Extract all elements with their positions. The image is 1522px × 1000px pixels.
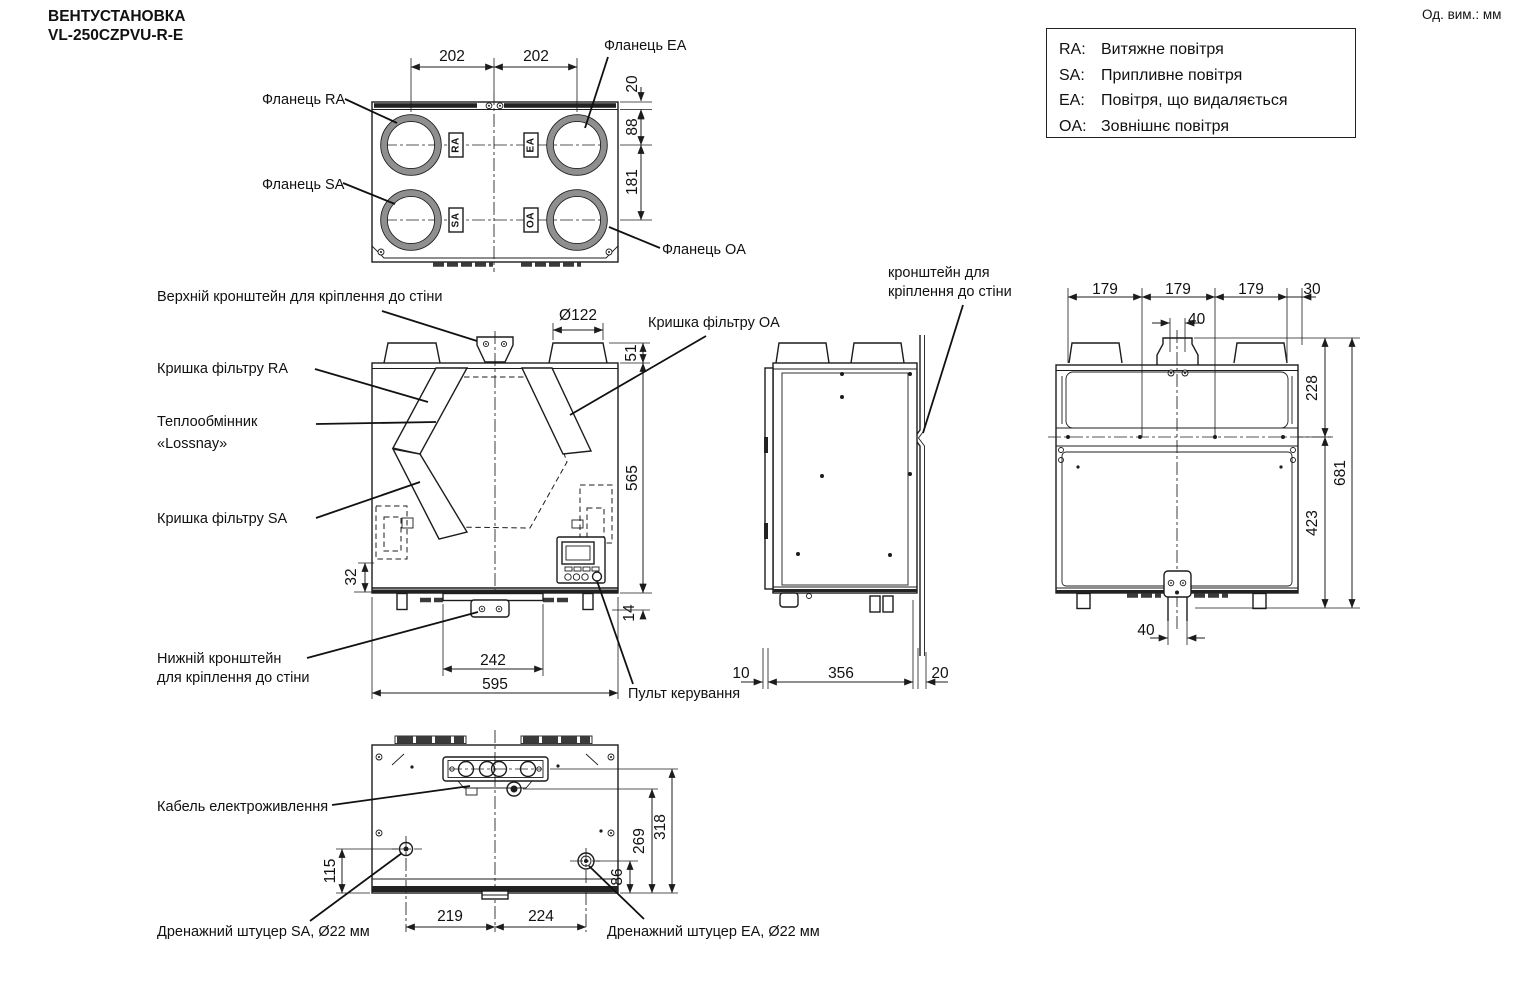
dim-40-top: 40 — [1188, 311, 1206, 328]
legend-row-ra: RA: Витяжне повітря — [1059, 37, 1355, 63]
bottom-bracket-label-line1: Нижній кронштейн — [157, 651, 282, 667]
power-cable-gland — [506, 781, 522, 797]
legend-desc-ra: Витяжне повітря — [1101, 41, 1224, 58]
port-tag-oa: OA — [525, 212, 537, 228]
filter-cover-oa — [520, 367, 593, 455]
control-panel-label: Пульт керування — [628, 686, 741, 702]
dim-115: 115 — [322, 858, 339, 884]
legend-row-sa: SA: Припливне повітря — [1059, 63, 1355, 89]
heat-exchanger-label-line1: Теплообмінник — [157, 414, 258, 430]
dim-30: 30 — [1303, 281, 1321, 298]
filter-oa-label: Кришка фільтру OA — [648, 315, 780, 331]
bottom-view-drawing — [371, 730, 619, 932]
side-view-drawing — [764, 335, 925, 656]
wall-bracket-label-line1: кронштейн для — [888, 265, 990, 281]
dim-202-left: 202 — [439, 48, 465, 65]
port-tag-sa: SA — [450, 212, 462, 228]
filter-ra-label: Кришка фільтру RA — [157, 361, 288, 377]
units-note: Од. вим.: мм — [1422, 7, 1502, 22]
dim-181: 181 — [624, 169, 641, 195]
flange-sa-label: Фланець SA — [262, 177, 345, 193]
bottom-view-dimensions — [336, 768, 678, 931]
dim-179-3: 179 — [1238, 281, 1264, 298]
front-view-drawing — [371, 331, 619, 618]
dim-duct-diameter: Ø122 — [559, 307, 597, 324]
dim-681: 681 — [1332, 460, 1349, 486]
drain-ea-label: Дренажний штуцер EA, Ø22 мм — [607, 924, 820, 940]
sheet-title-line1: ВЕНТУСТАНОВКА — [48, 8, 186, 25]
dim-595: 595 — [482, 676, 508, 693]
dim-14: 14 — [621, 604, 638, 622]
legend-row-oa: OA: Зовнішнє повітря — [1059, 114, 1355, 140]
port-tag-ea: EA — [525, 137, 537, 153]
side-view-leader-lines — [922, 304, 964, 434]
dim-565: 565 — [624, 465, 641, 491]
dim-179-2: 179 — [1165, 281, 1191, 298]
legend-box: RA: Витяжне повітря SA: Припливне повітр… — [1046, 28, 1356, 138]
flange-oa-circle — [546, 189, 608, 251]
back-view-dimensions — [1067, 288, 1360, 645]
dim-88: 88 — [624, 118, 641, 136]
front-view-leader-lines — [306, 310, 707, 685]
dim-423: 423 — [1304, 510, 1321, 536]
top-view-drawing — [371, 92, 619, 272]
dim-224: 224 — [528, 908, 554, 925]
control-panel — [556, 536, 606, 584]
dim-86: 86 — [609, 868, 626, 886]
power-terminal-block — [442, 756, 549, 782]
flange-ra-circle — [380, 114, 442, 176]
flange-ea-label: Фланець EA — [604, 38, 687, 54]
dim-356: 356 — [828, 665, 854, 682]
top-view-leader-lines — [342, 56, 661, 249]
back-view-drawing — [1048, 330, 1332, 630]
legend-desc-ea: Повітря, що видаляється — [1101, 92, 1288, 109]
drain-spigot-sa — [398, 841, 414, 857]
port-tag-ra: RA — [450, 137, 462, 153]
dim-40-bottom: 40 — [1137, 622, 1155, 639]
sheet-title-line2: VL-250CZPVU-R-E — [48, 27, 184, 44]
bottom-bracket-label-line2: для кріплення до стіни — [157, 670, 310, 686]
top-bracket-label: Верхній кронштейн для кріплення до стіни — [157, 289, 443, 305]
drain-sa-label: Дренажний штуцер SA, Ø22 мм — [157, 924, 370, 940]
dim-32: 32 — [343, 568, 360, 586]
top-view-dimensions — [410, 58, 652, 221]
legend-desc-oa: Зовнішнє повітря — [1101, 117, 1230, 135]
bottom-view-leader-lines — [309, 785, 645, 922]
dim-20-top-view: 20 — [624, 75, 641, 93]
flange-ra-label: Фланець RA — [262, 92, 346, 108]
dim-179-1: 179 — [1092, 281, 1118, 298]
filter-cover-sa — [391, 448, 469, 540]
dim-202-right: 202 — [523, 48, 549, 65]
legend-code-sa: SA: — [1059, 66, 1085, 84]
sheet-title: ВЕНТУСТАНОВКА VL-250CZPVU-R-E — [48, 7, 185, 45]
drain-spigot-ea — [577, 852, 595, 870]
dim-10: 10 — [732, 665, 750, 682]
filter-sa-label: Кришка фільтру SA — [157, 511, 288, 527]
legend-code-oa: OA: — [1059, 117, 1087, 135]
dim-242: 242 — [480, 652, 506, 669]
legend-row-ea: EA: Повітря, що видаляється — [1059, 88, 1355, 114]
dim-228: 228 — [1304, 375, 1321, 401]
legend-desc-sa: Припливне повітря — [1101, 66, 1243, 84]
dim-51: 51 — [623, 344, 640, 362]
front-view-dimensions — [354, 323, 652, 699]
dim-219: 219 — [437, 908, 463, 925]
wall-bracket-label-line2: кріплення до стіни — [888, 284, 1012, 300]
flange-oa-label: Фланець OA — [662, 242, 746, 258]
flange-ea-circle — [546, 114, 608, 176]
dim-318: 318 — [652, 814, 669, 840]
bottom-wall-bracket-back — [1163, 570, 1192, 621]
power-cable-label: Кабель електроживлення — [157, 799, 329, 815]
side-view-dimensions — [741, 600, 948, 689]
flange-sa-circle — [380, 189, 442, 251]
legend-code-ea: EA: — [1059, 92, 1085, 109]
dim-20-side-view: 20 — [931, 665, 949, 682]
heat-exchanger-label-line2: «Lossnay» — [157, 436, 228, 452]
bottom-wall-bracket — [470, 599, 510, 618]
dim-269: 269 — [631, 828, 648, 854]
legend-code-ra: RA: — [1059, 41, 1086, 58]
